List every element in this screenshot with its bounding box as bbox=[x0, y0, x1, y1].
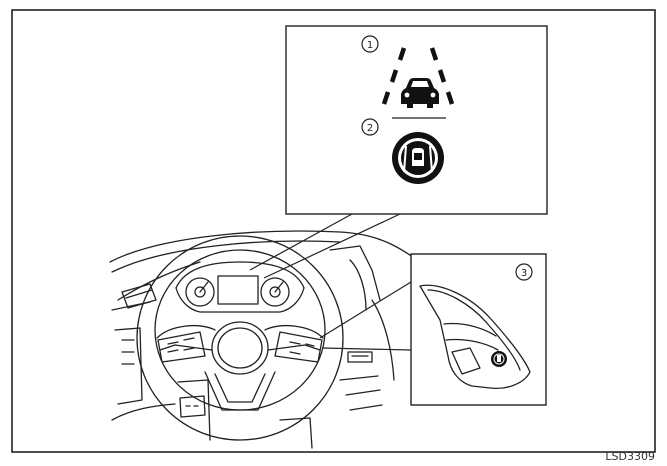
intelligent-lane-intervention-icon bbox=[392, 132, 444, 184]
callout-2-marker bbox=[361, 118, 379, 136]
callout-1-marker bbox=[361, 35, 379, 53]
dashboard-illustration bbox=[109, 230, 421, 449]
figure-frame bbox=[11, 9, 656, 453]
callout-3-marker bbox=[515, 263, 533, 281]
meter-display-box bbox=[285, 25, 548, 215]
callout-3-number: 3 bbox=[521, 268, 527, 279]
leader-line-meter bbox=[249, 213, 401, 279]
meter-display-callout: 1 2 bbox=[249, 25, 548, 279]
leader-line-switch bbox=[319, 281, 412, 351]
figure-code: LSD3309 bbox=[605, 450, 655, 463]
callout-1-number: 1 bbox=[367, 40, 373, 51]
steering-switch-callout: 3 bbox=[319, 253, 547, 406]
steering-switch-icon bbox=[491, 351, 507, 367]
lane-departure-warning-icon bbox=[381, 47, 455, 108]
callout-2-number: 2 bbox=[367, 123, 373, 134]
